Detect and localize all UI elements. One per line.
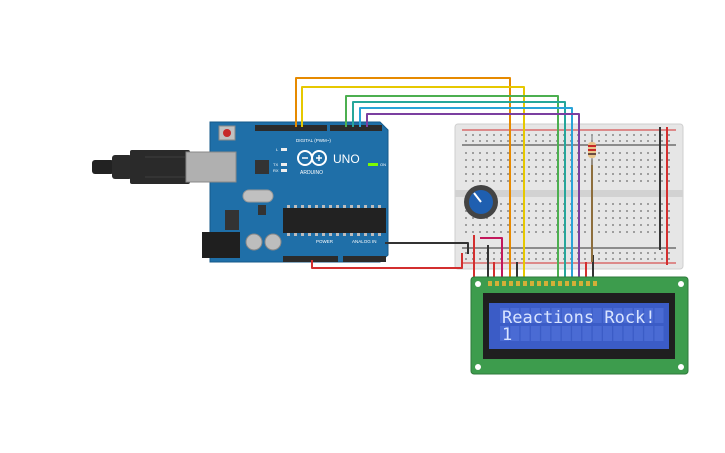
power-label: POWER — [316, 239, 334, 244]
chip-pins — [287, 205, 381, 236]
analog-label: ANALOG IN — [352, 239, 377, 244]
led-l-label: L — [276, 147, 279, 152]
wires — [295, 77, 668, 295]
digital-label: DIGITAL (PWM~) — [296, 138, 331, 143]
lcd-line-1: Reactions Rock! — [502, 308, 656, 328]
led-tx-label: TX — [273, 162, 278, 167]
wire-green[interactable] — [345, 95, 559, 295]
arduino-model: UNO — [333, 152, 360, 166]
arduino-board: ARDUINO UNO DIGITAL (PWM~) POWER ANALOG … — [92, 121, 389, 263]
wire-gnd[interactable] — [385, 242, 469, 254]
wire-purple[interactable] — [366, 113, 580, 295]
wire-blue[interactable] — [359, 107, 573, 295]
wire-5v[interactable] — [311, 253, 463, 269]
breadboard — [454, 123, 684, 270]
usb-plug-icon — [92, 150, 237, 184]
wire-teal[interactable] — [352, 101, 566, 295]
arduino-logo-icon — [297, 150, 327, 166]
resistor-icon[interactable] — [588, 135, 596, 165]
on-label: ON — [380, 162, 386, 167]
wire-yellow[interactable] — [301, 86, 525, 295]
lcd-cells — [500, 308, 664, 341]
reset-button-icon[interactable] — [218, 125, 236, 141]
led-rx-label: RX — [273, 168, 279, 173]
wire-orange[interactable] — [295, 77, 511, 295]
potentiometer-icon[interactable] — [464, 185, 498, 219]
lcd-module: Reactions Rock! 1 — [470, 276, 689, 375]
lcd-pins — [488, 281, 597, 286]
lcd-line-2: 1 — [502, 325, 512, 345]
arduino-brand: ARDUINO — [300, 170, 323, 176]
wire-pot-wiper[interactable] — [480, 237, 503, 295]
